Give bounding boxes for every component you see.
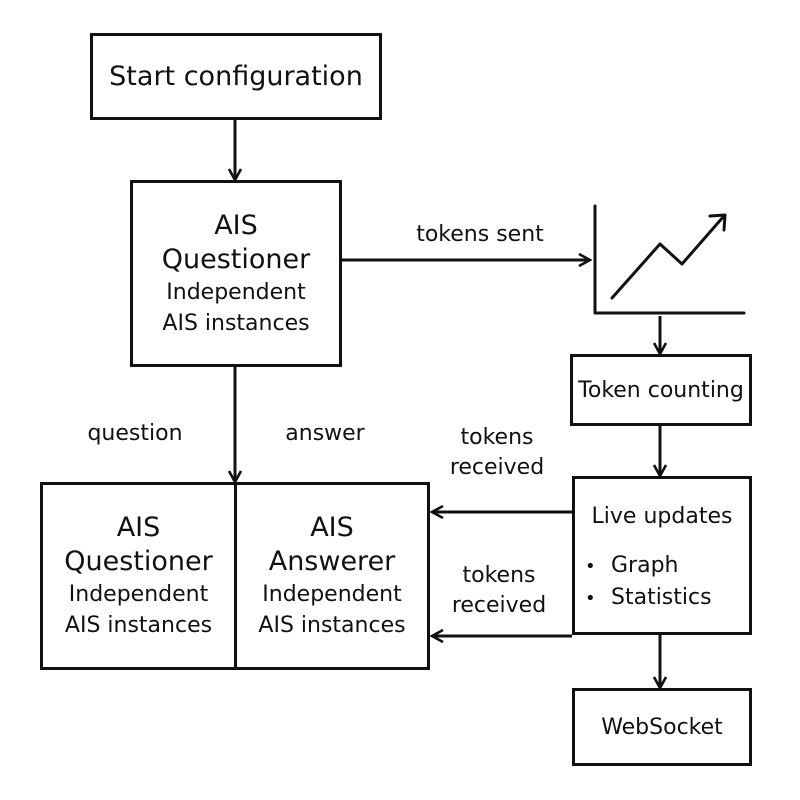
ais-answerer-node: AIS Answerer Independent AIS instances: [237, 485, 427, 667]
live-updates-label: Live updates: [591, 504, 733, 529]
live-updates-item-graph: Graph: [585, 550, 712, 582]
live-updates-node: Live updates Graph Statistics: [572, 476, 752, 635]
tokens-received-2-line2: received: [451, 593, 547, 618]
questioner-bottom-sub2: AIS instances: [64, 613, 213, 638]
questioner-top-title: AIS: [214, 209, 258, 241]
questioner-bottom-title2: Questioner: [64, 546, 213, 577]
questioner-bottom-sub1: Independent: [68, 582, 209, 607]
ais-questioner-top-node: AIS Questioner Independent AIS instances: [130, 180, 342, 367]
live-updates-list: Graph Statistics: [585, 550, 712, 614]
edge-label-tokens-received-1: tokens received: [432, 424, 562, 482]
edge-label-tokens-received-2: tokens received: [434, 562, 564, 620]
start-configuration-node: Start configuration: [90, 33, 382, 120]
questioner-top-sub1: Independent: [166, 279, 306, 305]
answerer-title: AIS: [310, 512, 354, 543]
edge-label-question: question: [87, 421, 183, 446]
answerer-sub1: Independent: [262, 582, 402, 607]
start-configuration-label: Start configuration: [109, 60, 363, 92]
tokens-received-2-line1: tokens: [462, 563, 536, 588]
questioner-bottom-title: AIS: [116, 512, 161, 543]
answerer-sub2: AIS instances: [258, 613, 406, 638]
token-counting-label: Token counting: [578, 377, 744, 403]
edge-label-tokens-sent: tokens sent: [416, 222, 544, 247]
answerer-title2: Answerer: [268, 546, 396, 577]
questioner-top-title2: Questioner: [161, 243, 311, 275]
questioner-top-sub2: AIS instances: [162, 310, 310, 336]
live-updates-item-statistics: Statistics: [585, 582, 712, 614]
websocket-label: WebSocket: [601, 714, 723, 740]
ais-questioner-bottom-node: AIS Questioner Independent AIS instances: [43, 485, 234, 667]
edge-label-answer: answer: [285, 421, 365, 446]
token-counting-node: Token counting: [570, 354, 752, 426]
tokens-received-1-line1: tokens: [460, 425, 534, 450]
trending-up-chart-icon: [593, 204, 746, 315]
pair-divider: [234, 482, 237, 670]
websocket-node: WebSocket: [572, 688, 752, 766]
tokens-received-1-line2: received: [449, 455, 545, 480]
